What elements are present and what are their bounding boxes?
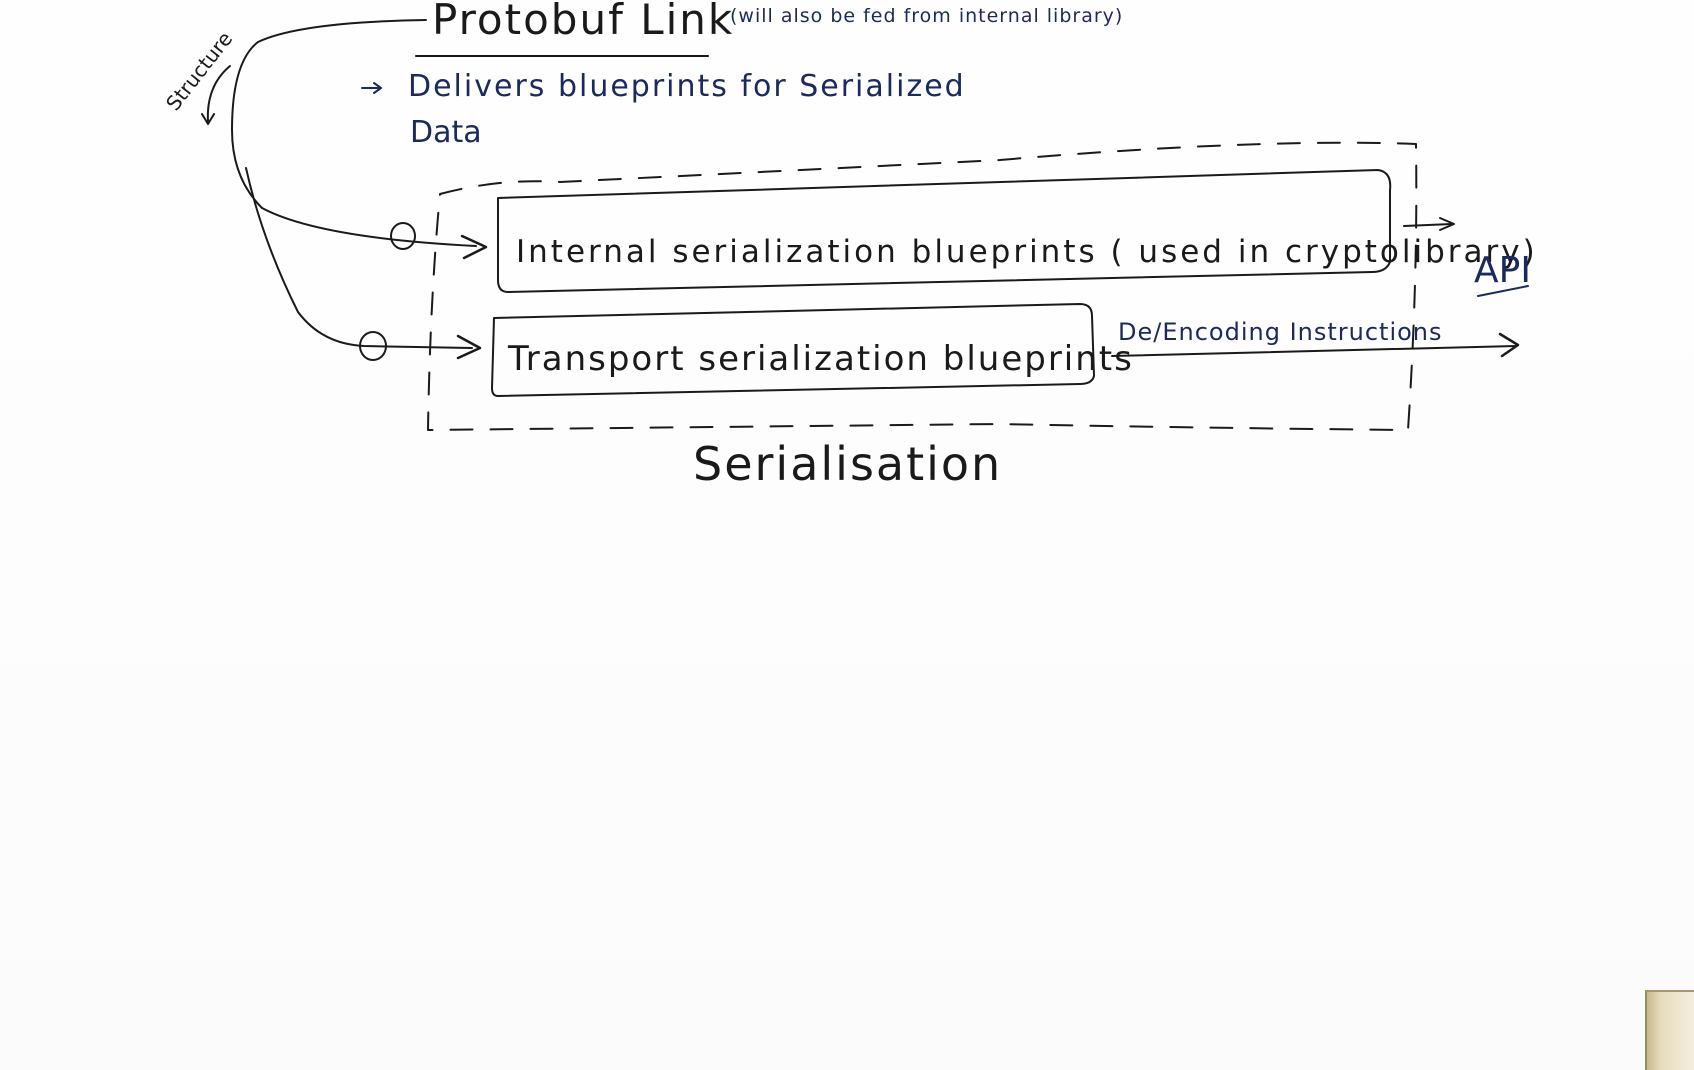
transport-arrowhead-icon — [456, 334, 482, 360]
encoding-output-arrowhead-icon — [1498, 332, 1520, 358]
serialisation-label: Serialisation — [693, 437, 1002, 491]
bullet-text: Delivers blueprints for Serialized — [408, 69, 966, 104]
internal-box-border — [497, 169, 1392, 293]
transport-box-border — [491, 303, 1095, 397]
transport-box-label: Transport serialization blueprints — [507, 339, 1134, 379]
sticky-note — [1645, 990, 1694, 1070]
structure-arrowhead-icon — [201, 113, 215, 125]
connector-to-transport — [245, 167, 473, 349]
transport-port-circle — [359, 331, 387, 361]
protobuf-link-title: Protobuf Link — [432, 0, 734, 44]
connector-to-internal — [231, 19, 477, 247]
encoding-label: De/Encoding Instructions — [1118, 318, 1443, 346]
internal-output-line — [1403, 223, 1453, 227]
internal-port-circle — [390, 222, 416, 250]
title-note: (will also be fed from internal library) — [730, 5, 1123, 27]
bullet-text-line2: Data — [410, 115, 482, 150]
encoding-output-line — [1111, 345, 1517, 357]
api-underline — [1477, 285, 1529, 297]
api-label: API — [1474, 250, 1531, 291]
bullet-arrow-icon — [361, 82, 382, 94]
serialisation-group-border — [427, 141, 1418, 431]
internal-arrowhead-icon — [460, 234, 488, 260]
internal-output-arrowhead-icon — [1439, 217, 1455, 231]
structure-curved-arrow — [206, 65, 231, 123]
internal-box-label: Internal serialization blueprints ( used… — [516, 234, 1538, 270]
